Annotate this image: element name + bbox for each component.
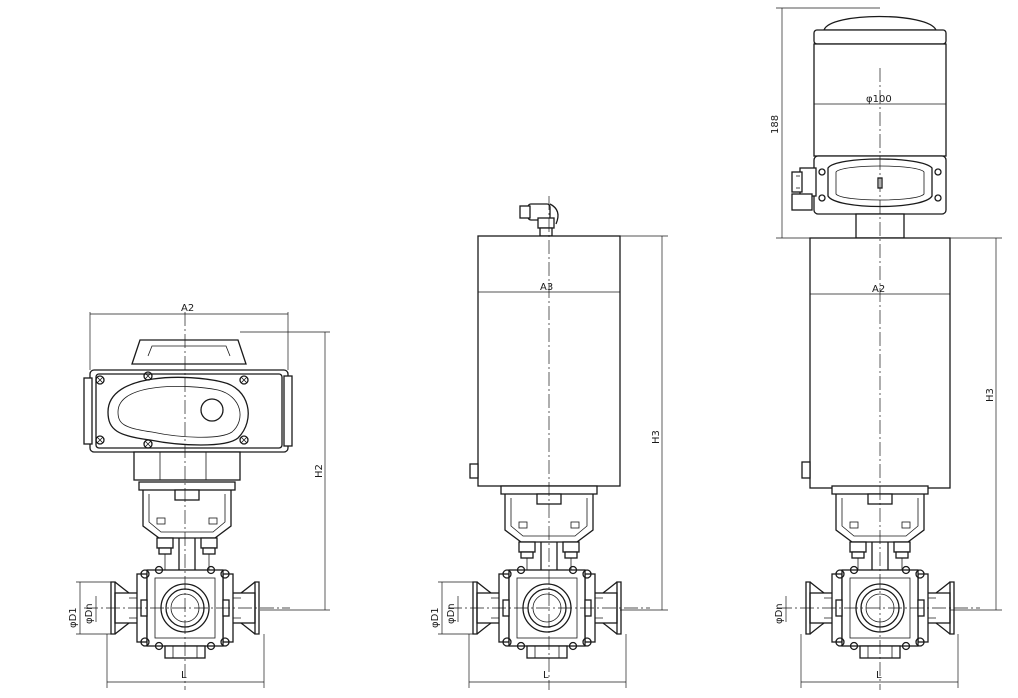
dim-h3-right: H3 [985, 388, 996, 402]
dim-d1-left: φD1 [68, 607, 79, 628]
dim-l-right: L [876, 670, 882, 681]
dim-l-left: L [181, 670, 187, 681]
dim-a2-right: A2 [872, 284, 885, 295]
dim-l-middle: L [543, 670, 549, 681]
left-dimensions: A2 H2 L φD1 φDn [68, 303, 330, 688]
middle-dimensions: A3 H3 L φD1 φDn [430, 235, 668, 688]
dim-a3: A3 [540, 282, 553, 293]
dim-a2-left: A2 [181, 303, 194, 314]
middle-view-pneumatic-actuator [469, 203, 622, 659]
dim-188: 188 [770, 115, 781, 134]
left-view-electric-actuator [83, 339, 293, 659]
dim-h2: H2 [314, 464, 325, 478]
dim-h3-middle: H3 [651, 430, 662, 444]
dim-d100: φ100 [866, 94, 892, 105]
dim-d1-middle: φD1 [430, 607, 441, 628]
right-view-actuator-with-positioner [791, 15, 955, 659]
dim-dn-middle: φDn [446, 603, 457, 624]
dim-dn-right: φDn [774, 603, 785, 624]
right-dimensions: φ100 188 A2 H3 L φDn [770, 7, 1002, 688]
dim-dn-left: φDn [84, 603, 95, 624]
